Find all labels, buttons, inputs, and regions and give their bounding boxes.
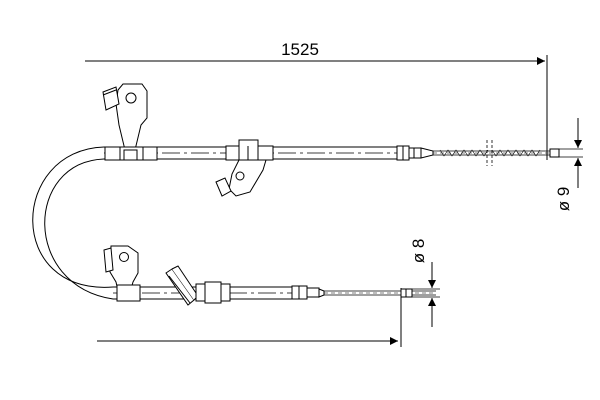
length-dimension-value: 1525 [281, 40, 319, 59]
upper-cable [32, 146, 397, 300]
upper-diameter-value: ø 9 [554, 187, 573, 212]
lower-diameter-value: ø 8 [409, 239, 428, 264]
upper-cable-end [549, 148, 560, 158]
lower-diameter-dimension: ø 8 [409, 239, 440, 327]
upper-cable-clip [215, 139, 274, 197]
lower-length-dimension [97, 288, 402, 347]
upper-adjuster [396, 145, 434, 161]
lower-cable-end [400, 288, 413, 298]
lower-mounting-bracket [103, 245, 141, 302]
upper-inner-cable [433, 140, 550, 166]
upper-mounting-bracket [102, 83, 158, 161]
upper-diameter-dimension: ø 9 [554, 118, 583, 211]
lower-adjuster [291, 285, 325, 300]
lower-grommet [165, 265, 231, 306]
lower-inner-cable [324, 290, 436, 296]
length-dimension: 1525 [85, 40, 548, 160]
